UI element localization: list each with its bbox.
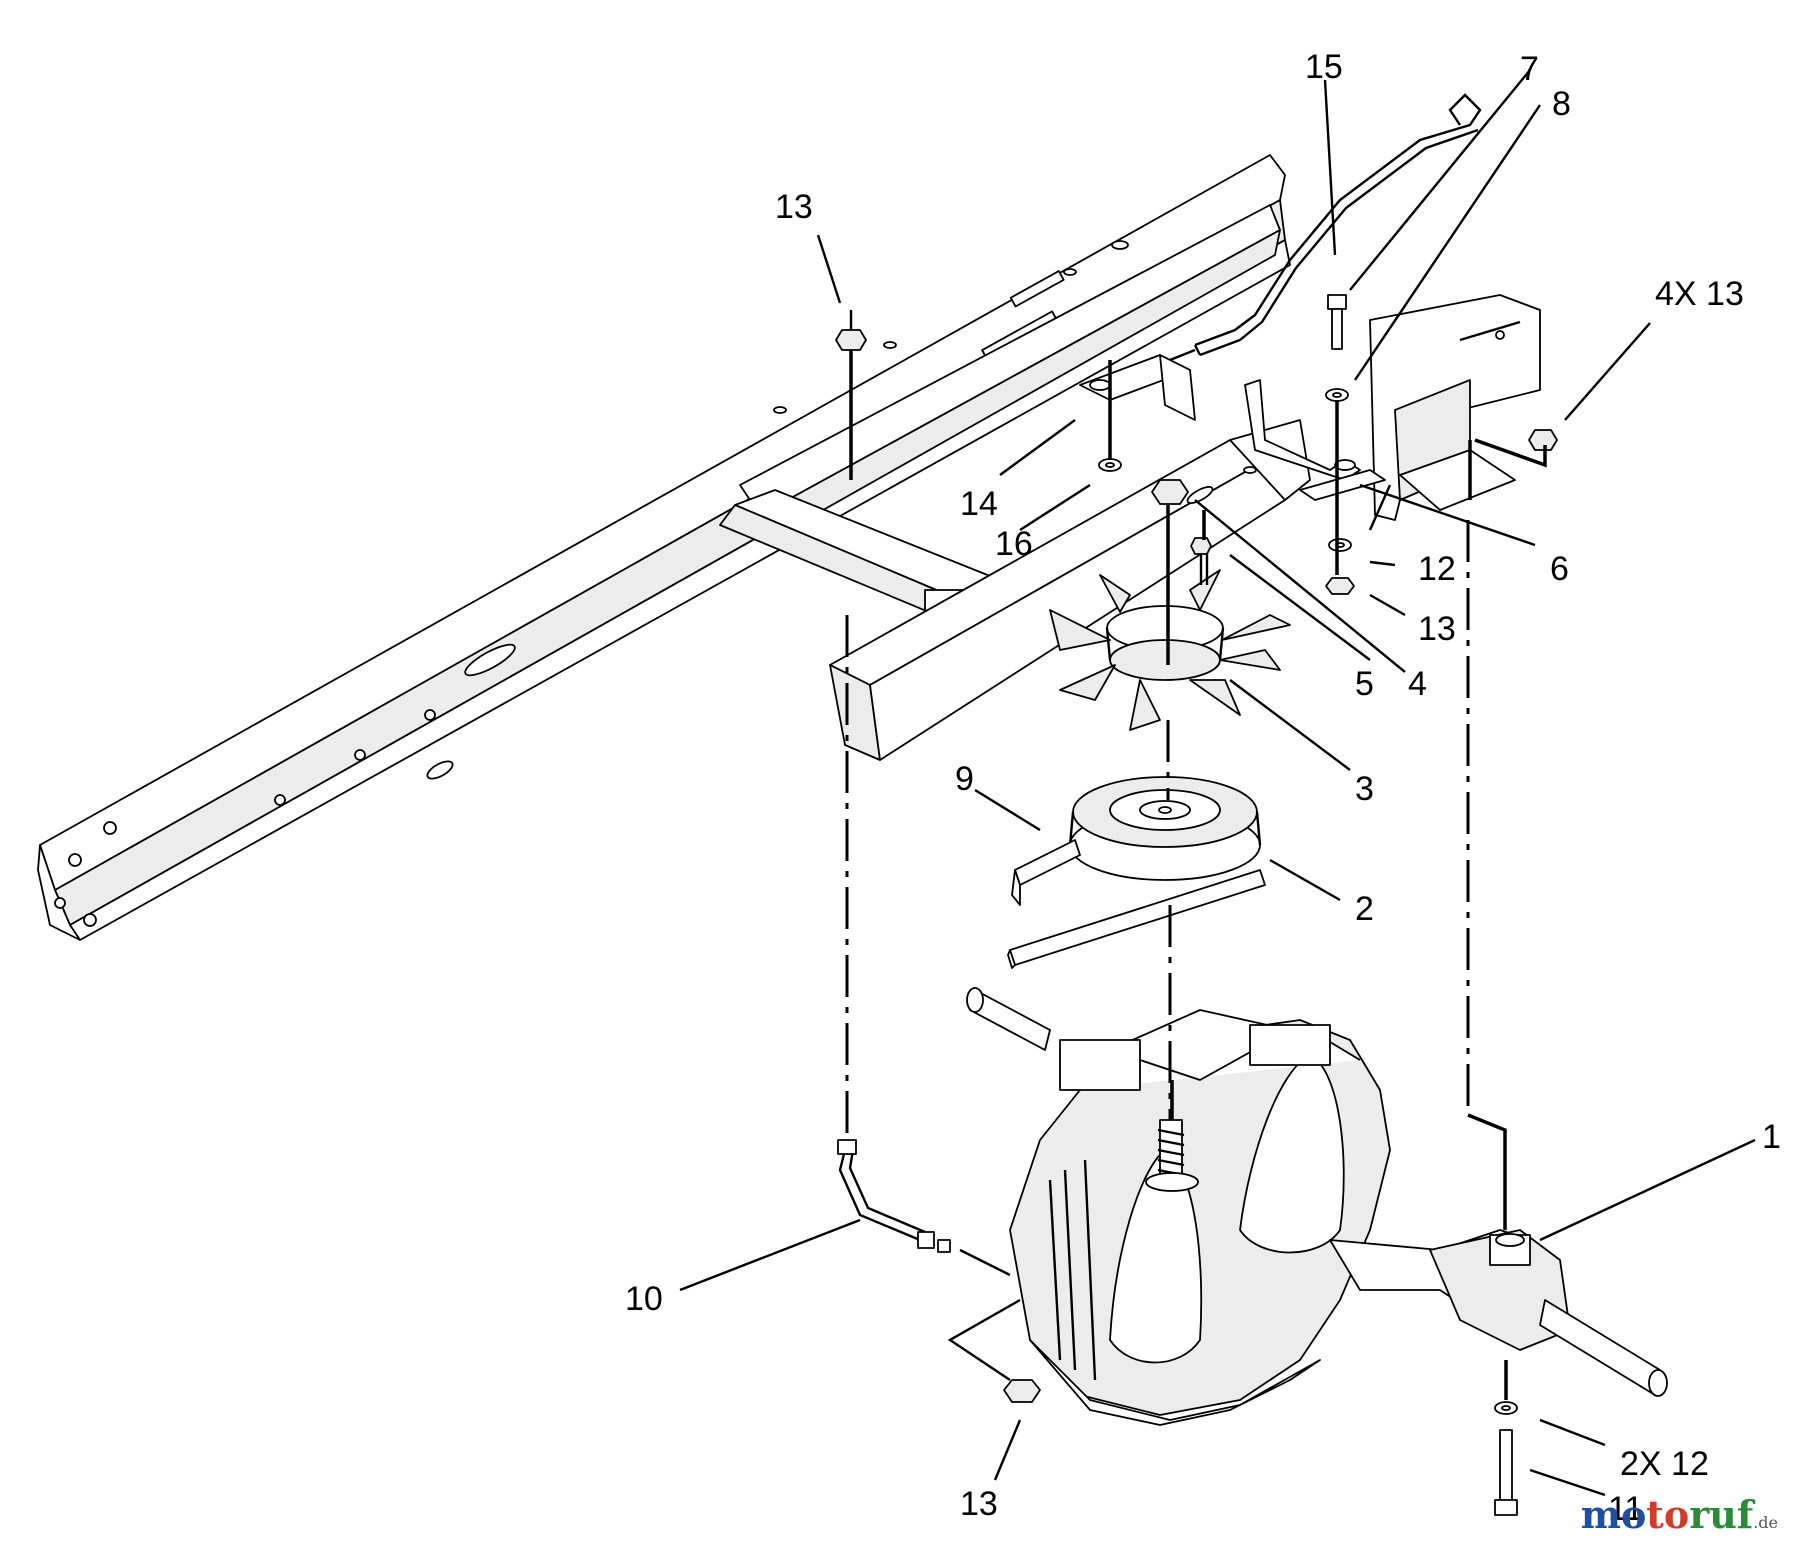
watermark-logo: motoruf.de <box>1580 1492 1778 1537</box>
callout-3: 3 <box>1355 770 1374 808</box>
callout-6: 6 <box>1550 550 1569 588</box>
callout-7: 7 <box>1520 50 1539 88</box>
callout-4x13: 4X 13 <box>1655 275 1744 313</box>
linkage-arm-6 <box>1244 379 1386 501</box>
callout-8: 8 <box>1552 85 1571 123</box>
cooling-fan-3 <box>1049 569 1291 731</box>
callout-16: 16 <box>995 525 1033 563</box>
plate-14 <box>1079 354 1196 421</box>
callout-15: 15 <box>1305 48 1343 86</box>
callout-13-bottom: 13 <box>960 1485 998 1523</box>
mounting-bracket-6 <box>1369 294 1541 521</box>
hardware <box>835 294 1558 1516</box>
callout-4: 4 <box>1408 665 1427 703</box>
callout-14: 14 <box>960 485 998 523</box>
pulley-9 <box>1068 776 1262 881</box>
assembly-lines <box>845 350 1547 1400</box>
drive-belt-2 <box>1007 839 1266 969</box>
callout-12: 12 <box>1418 550 1456 588</box>
callout-labels: 1 2 3 4 5 6 7 8 9 10 11 12 13 13 13 4X 1… <box>625 48 1781 1528</box>
callout-13-mid: 13 <box>1418 610 1456 648</box>
callout-2x12: 2X 12 <box>1620 1445 1709 1483</box>
callout-1: 1 <box>1762 1118 1781 1156</box>
tube-10 <box>837 1139 1011 1277</box>
transaxle-1 <box>966 987 1668 1426</box>
callout-9: 9 <box>955 760 974 798</box>
cross-member <box>719 204 1281 626</box>
callout-13-top: 13 <box>775 188 813 226</box>
callout-5: 5 <box>1355 665 1374 703</box>
callout-2: 2 <box>1355 890 1374 928</box>
callout-10: 10 <box>625 1280 663 1318</box>
watermark-suffix: .de <box>1753 1513 1778 1532</box>
leader-lines <box>679 69 1756 1497</box>
callout-11: 11 <box>1608 1490 1643 1528</box>
